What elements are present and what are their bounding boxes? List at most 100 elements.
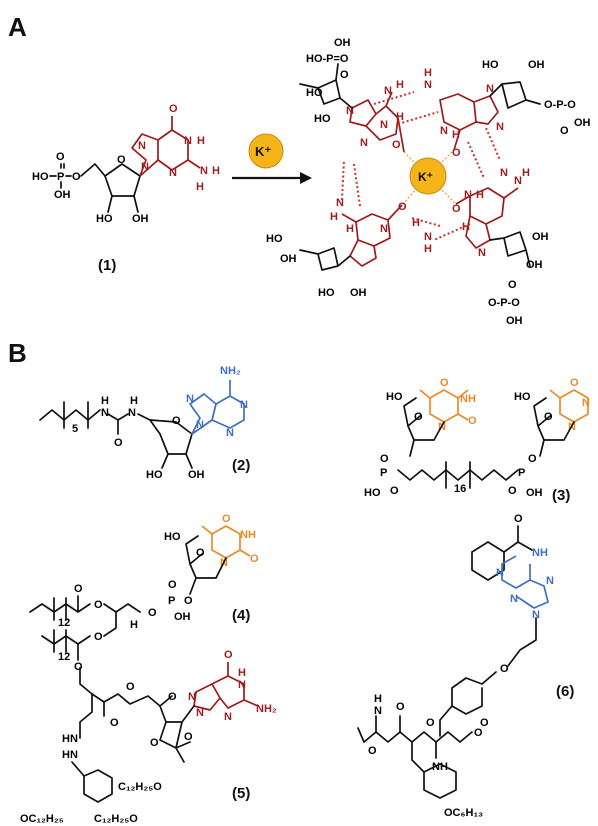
atom-h: H — [476, 189, 484, 201]
atom-o: O — [452, 203, 461, 215]
atom-h: H — [197, 135, 205, 147]
panel-label-a: A — [8, 12, 27, 42]
atom-n: N — [496, 121, 504, 133]
atom-oh: OH — [334, 37, 351, 49]
atom-o: O — [150, 737, 159, 749]
atom-nh2: NH₂ — [220, 365, 241, 377]
atom-oh: OH — [350, 287, 367, 299]
atom-h: H — [396, 111, 404, 123]
atom-o: O — [74, 661, 83, 673]
atom-n: N — [200, 165, 208, 177]
atom-o: O — [508, 279, 517, 291]
atom-h: H — [130, 619, 138, 631]
atom-n: N — [141, 161, 149, 173]
atom-o: O — [368, 745, 377, 757]
atom-oh: OH — [506, 315, 523, 327]
atom-n: N — [360, 137, 368, 149]
atom-o: O — [168, 691, 177, 703]
compound-4-structure: O NH O N O HO P O O OH O H O O O 12 O 12 — [29, 513, 259, 673]
atom-n: N — [486, 83, 494, 95]
chain-c12h25o-b: C₁₂H₂₅O — [94, 813, 138, 825]
atom-o: O — [184, 595, 193, 607]
atom-o: O — [56, 151, 65, 163]
atom-ho: HO — [266, 233, 283, 245]
atom-hn: HN — [62, 733, 78, 745]
atom-o: O — [340, 69, 349, 81]
compound-label-2: (2) — [232, 457, 250, 474]
atom-oh: OH — [532, 231, 549, 243]
atom-phosphate: HO-P=O — [306, 53, 349, 65]
atom-n: N — [546, 575, 554, 587]
atom-n: N — [500, 167, 508, 179]
atom-ho: HO — [514, 391, 531, 403]
atom-oh: OH — [188, 469, 205, 481]
compound-3-structure: O NH O N O HO O N N O HO 16 P HO O O P O… — [364, 377, 590, 499]
atom-h: H — [424, 67, 432, 79]
reaction-arrow — [232, 172, 312, 184]
atom-n: N — [510, 593, 518, 605]
atom-n: N — [184, 135, 192, 147]
chain-oc12h25: OC₁₂H₂₅ — [20, 813, 64, 825]
atom-o: O — [222, 513, 231, 525]
atom-n: N — [138, 140, 146, 152]
atom-n: N — [226, 427, 234, 439]
atom-ho: HO — [146, 469, 163, 481]
atom-o: O — [72, 171, 81, 183]
atom-o: O — [184, 731, 193, 743]
atom-o: O — [500, 663, 509, 675]
atom-oh: OH — [526, 259, 543, 271]
chain-c12h25o: C₁₂H₂₅O — [118, 781, 162, 793]
atom-phosphate: O-P-O — [488, 297, 520, 309]
atom-n: N — [440, 125, 448, 137]
atom-ho: HO — [386, 391, 403, 403]
atom-h: H — [238, 667, 246, 679]
atom-o: O — [508, 485, 517, 497]
atom-p: P — [168, 595, 175, 607]
atom-n: N — [514, 175, 522, 187]
atom-o: O — [114, 437, 123, 449]
potassium-ion-center — [409, 157, 447, 195]
atom-o: O — [528, 453, 537, 465]
atom-n: N — [101, 407, 109, 419]
atom-o: O — [392, 139, 401, 151]
atom-n: N — [532, 609, 540, 621]
ribose-ring — [104, 163, 141, 197]
atom-o: O — [172, 415, 181, 427]
atom-o: O — [169, 103, 178, 115]
atom-h: H — [374, 693, 382, 705]
atom-o: O — [480, 717, 489, 729]
atom-p: P — [57, 171, 64, 183]
atom-nh: NH — [460, 393, 476, 405]
atom-o: O — [396, 701, 405, 713]
atom-o: O — [474, 727, 483, 739]
atom-h: H — [396, 79, 404, 91]
atom-oh: OH — [574, 117, 591, 129]
atom-o: O — [74, 583, 83, 595]
subscript-12: 12 — [58, 617, 70, 629]
potassium-label: K⁺ — [255, 144, 271, 159]
atom-n: N — [128, 407, 136, 419]
atom-ho: HO — [482, 59, 499, 71]
potassium-center-label: K⁺ — [418, 170, 433, 184]
atom-n: N — [496, 567, 504, 579]
atom-ho: HO — [32, 171, 49, 183]
atom-nh: NH — [532, 547, 548, 559]
atom-h: H — [130, 395, 138, 407]
atom-phosphate: O-P-O — [544, 99, 576, 111]
atom-h: H — [462, 221, 470, 233]
atom-o: O — [440, 377, 449, 389]
atom-n: N — [224, 711, 232, 723]
compound-label-1: (1) — [98, 257, 116, 274]
atom-n: N — [464, 189, 472, 201]
atom-o: O — [426, 717, 435, 729]
atom-n: N — [196, 419, 204, 431]
atom-h: H — [346, 223, 354, 235]
atom-o: O — [117, 154, 126, 166]
atom-o: O — [196, 547, 205, 559]
atom-n: N — [424, 231, 432, 243]
atom-h: H — [522, 167, 530, 179]
atom-o: O — [414, 411, 423, 423]
atom-o: O — [452, 147, 461, 159]
atom-n: N — [336, 197, 344, 209]
